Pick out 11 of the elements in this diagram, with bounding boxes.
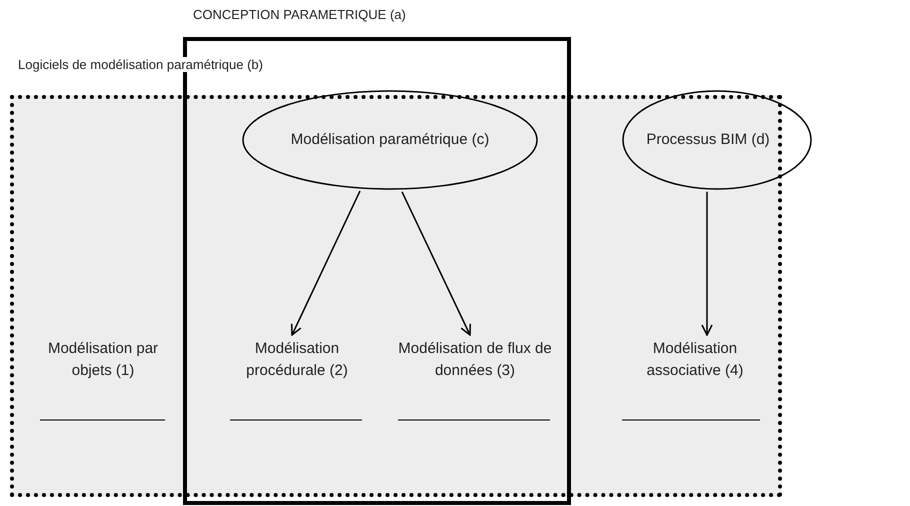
category-label: Modélisation par objets (1) (46, 339, 160, 381)
arrow (701, 192, 713, 336)
arrow (291, 190, 361, 336)
category-label: Modélisation de flux de données (3) (397, 339, 553, 381)
frame-heading: Logiciels de modélisation paramétrique (b) (18, 57, 263, 72)
category-label: Modélisation associative (4) (646, 339, 744, 381)
category-label: Modélisation procédurale (2) (245, 339, 349, 381)
ellipse-label: Processus BIM (d) (645, 130, 771, 150)
frame-heading: CONCEPTION PARAMETRIQUE (a) (193, 7, 406, 22)
ellipse-label: Modélisation paramétrique (c) (290, 130, 490, 150)
arrow (401, 192, 471, 336)
